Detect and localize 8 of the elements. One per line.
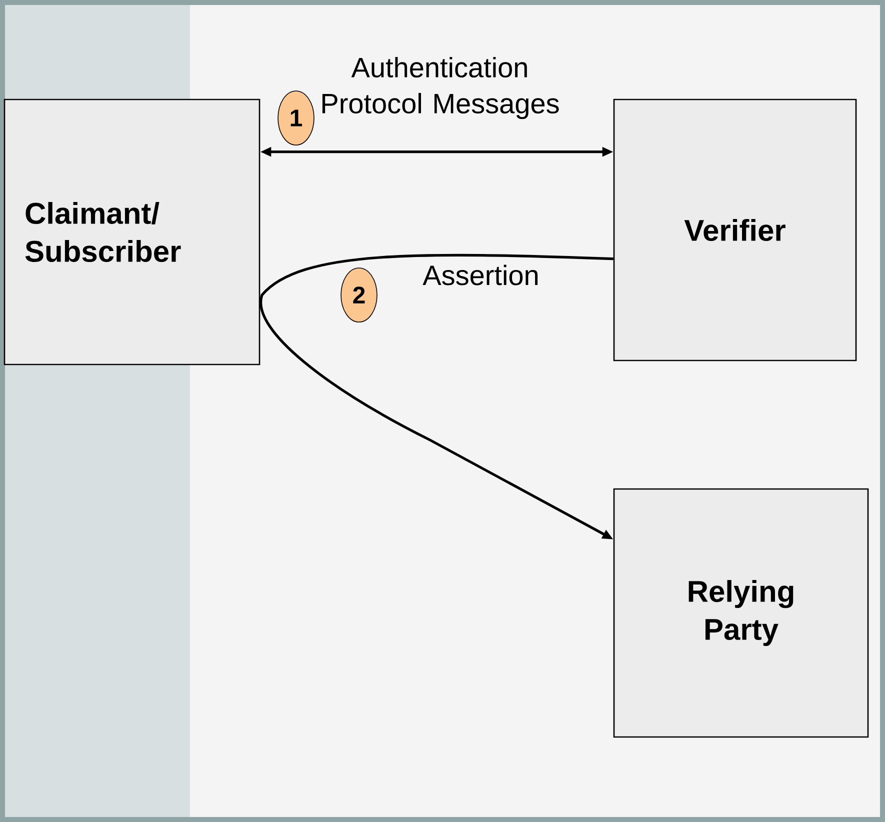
callout-number: 1	[278, 90, 314, 146]
process-box: Verifier	[613, 98, 857, 362]
callout-number: 2	[340, 268, 378, 322]
edge-label: Authentication Protocol Messages	[322, 56, 559, 120]
arrow	[260, 254, 614, 540]
process-box: Claimant/ Subscriber	[4, 98, 260, 366]
edge-label: Assertion	[422, 264, 538, 286]
process-box: Relying Party	[613, 488, 869, 738]
